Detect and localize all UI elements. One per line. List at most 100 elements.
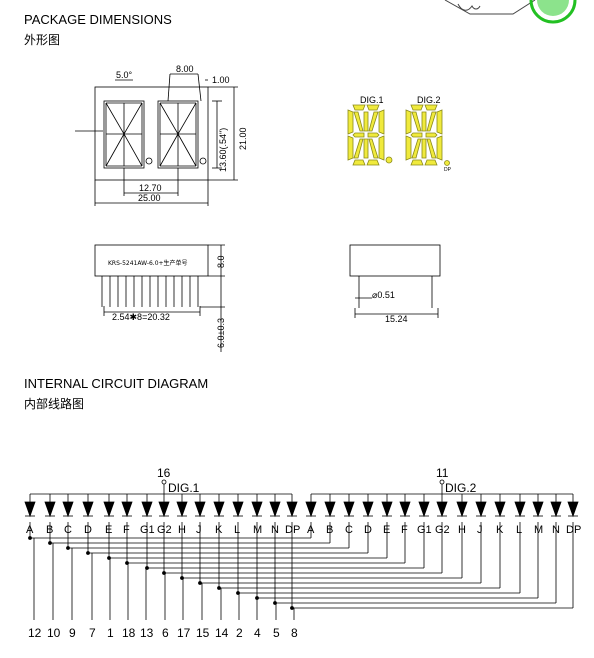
segment-label: L [234,524,240,536]
segment-label: A [26,524,34,536]
pin-number: 12 [28,626,42,640]
segment-label: C [64,524,72,536]
digit-label-1: DIG.1 [360,95,384,105]
segment-label: L [516,524,522,536]
dig1-diode-h-icon [176,501,188,518]
dig2-diode-n-icon [550,501,562,518]
pin-number: 14 [215,626,229,640]
pin-number: 9 [69,626,76,640]
circuit-subtitle: 内部线路图 [24,397,85,411]
segment-label: E [383,524,390,536]
seg-a2 [424,104,438,111]
dig2-diode-b-icon [324,501,336,518]
dig1-diode-n-icon [269,501,281,518]
segment-label: C [345,524,353,536]
dim-pin-row: 12.70 [139,183,162,193]
seg-g1 [410,132,423,138]
pin-number: 15 [196,626,210,640]
segment-label: G2 [157,524,172,536]
segment-label: F [123,524,130,536]
dig2-diode-m-icon [532,501,544,518]
segment-label: M [534,524,543,536]
segment-label: K [496,524,504,536]
dig2-diode-d-icon [362,501,374,518]
seg-m [421,138,427,159]
lit-digit-1 [347,104,385,166]
part-label: KRS-5241AW-6.0+生产单号 [108,259,188,267]
dim-body-height: 21.00 [238,127,248,150]
dig2-diode-e-icon [381,501,393,518]
segment-label: N [271,524,279,536]
rohs-badge-icon [529,0,577,24]
segment-label: J [477,524,483,536]
dig2-pin-number: 11 [436,466,449,480]
seg-g2 [367,132,380,138]
seg-c [436,135,443,161]
dig2-diode-l-icon [514,501,526,518]
dig2-diode-g2-icon [436,501,448,518]
dig2-diode-j-icon [475,501,487,518]
segment-label: E [105,524,112,536]
seg-l [426,138,437,159]
segment-label: H [178,524,186,536]
seg-a2 [366,104,380,111]
front-view [75,73,238,206]
dig2-label: DIG.2 [445,481,477,495]
seg-n [353,138,364,159]
segment-label: K [215,524,223,536]
dig2-diode-a-icon [305,501,317,518]
digit-label-2: DIG.2 [417,95,441,105]
segment-label: A [307,524,315,536]
seg-e [347,135,354,161]
pin-number: 10 [47,626,61,640]
lit-digit-2 [405,104,443,166]
seg-f [347,109,354,135]
segment-label: J [196,524,202,536]
seg-d1 [410,159,424,166]
dig1-diode-g1-icon [141,501,153,518]
dig2-diode-dp-icon [567,501,579,518]
seg-j [363,111,369,132]
pin-number: 17 [177,626,191,640]
segment-label: G1 [140,524,155,536]
dig2-diode-f-icon [399,501,411,518]
dim-body-width: 25.00 [138,193,161,203]
segment-label: G1 [417,524,432,536]
dig1-diode-l-icon [232,501,244,518]
segment-label: D [84,524,92,536]
front-digit-2 [157,100,207,169]
dp-label: DP [444,167,452,173]
dim-angle: 5.0° [116,70,133,80]
segment-label: N [552,524,560,536]
seg-g1 [352,132,365,138]
side-view [94,244,225,352]
seg-a1 [410,104,424,111]
dig1-common-terminal [161,479,167,485]
dig1-diode-e-icon [103,501,115,518]
dig1-diode-g2-icon [158,501,170,518]
package-subtitle: 外形图 [24,33,61,47]
pin-number: 6 [162,626,169,640]
dim-depth: 8.0 [216,255,226,268]
compliance-logo-icon [444,0,536,15]
seg-d2 [424,159,438,166]
seg-h [353,111,364,132]
lit-display-illustration: DIG.1 DIG.2 DP [347,95,452,173]
pin-number: 7 [89,626,96,640]
dig1-diode-dp-icon [286,501,298,518]
seg-j [421,111,427,132]
seg-d1 [352,159,366,166]
circuit-diagram [24,479,579,620]
seg-l [368,138,379,159]
seg-b [436,109,443,135]
dim-pin-diameter: ⌀0.51 [372,290,395,300]
pin-number: 2 [236,626,243,640]
pin-number: 18 [122,626,136,640]
pin-number: 13 [140,626,154,640]
seg-f [405,109,412,135]
dig1-diode-k-icon [213,501,225,518]
seg-g2 [425,132,438,138]
seg-a1 [352,104,366,111]
